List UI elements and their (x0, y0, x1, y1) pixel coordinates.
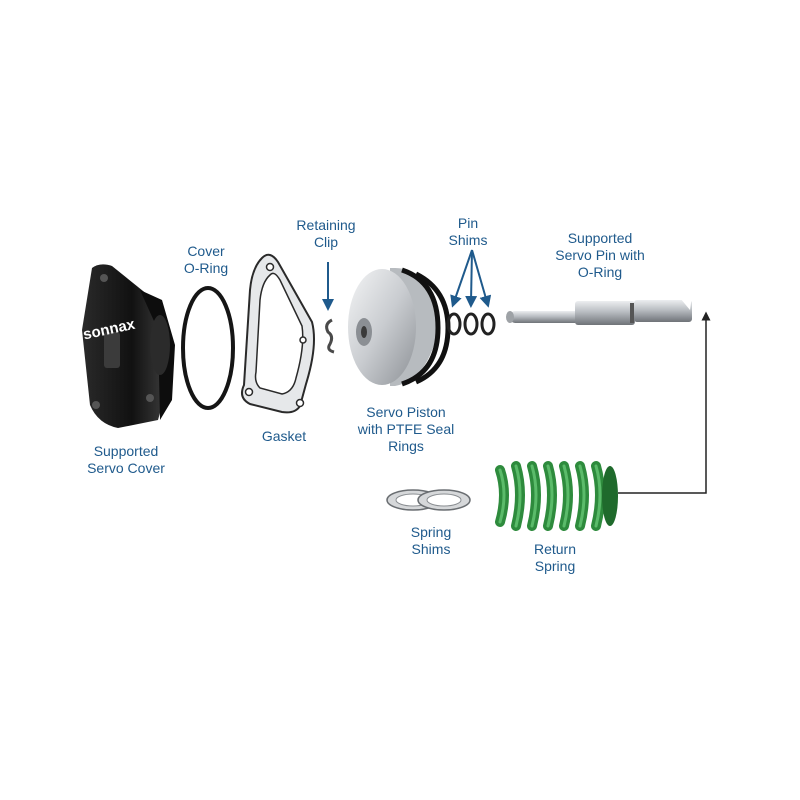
label-retaining-clip: Retaining Clip (296, 217, 356, 250)
servo-pin (506, 296, 692, 325)
label-cover-oring: Cover O-Ring (183, 243, 229, 276)
label-supported-servo-pin: Supported Servo Pin with O-Ring (555, 230, 645, 280)
pin-shims-arrows (450, 249, 492, 308)
spring-to-pin-connector (618, 311, 711, 494)
gasket (241, 253, 315, 414)
label-gasket: Gasket (261, 428, 307, 444)
retaining-clip (325, 318, 335, 354)
spring-shims (386, 489, 471, 511)
servo-cover: sonnax (82, 264, 175, 428)
label-servo-piston: Servo Piston with PTFE Seal Rings (357, 404, 455, 454)
servo-piston (348, 267, 451, 387)
label-pin-shims: Pin Shims (448, 215, 488, 248)
label-supported-servo-cover: Supported Servo Cover (87, 443, 165, 476)
cover-oring (181, 286, 235, 410)
label-spring-shims: Spring Shims (410, 524, 452, 557)
label-return-spring: Return Spring (533, 541, 577, 574)
return-spring (495, 461, 618, 531)
pin-shims (446, 312, 496, 336)
